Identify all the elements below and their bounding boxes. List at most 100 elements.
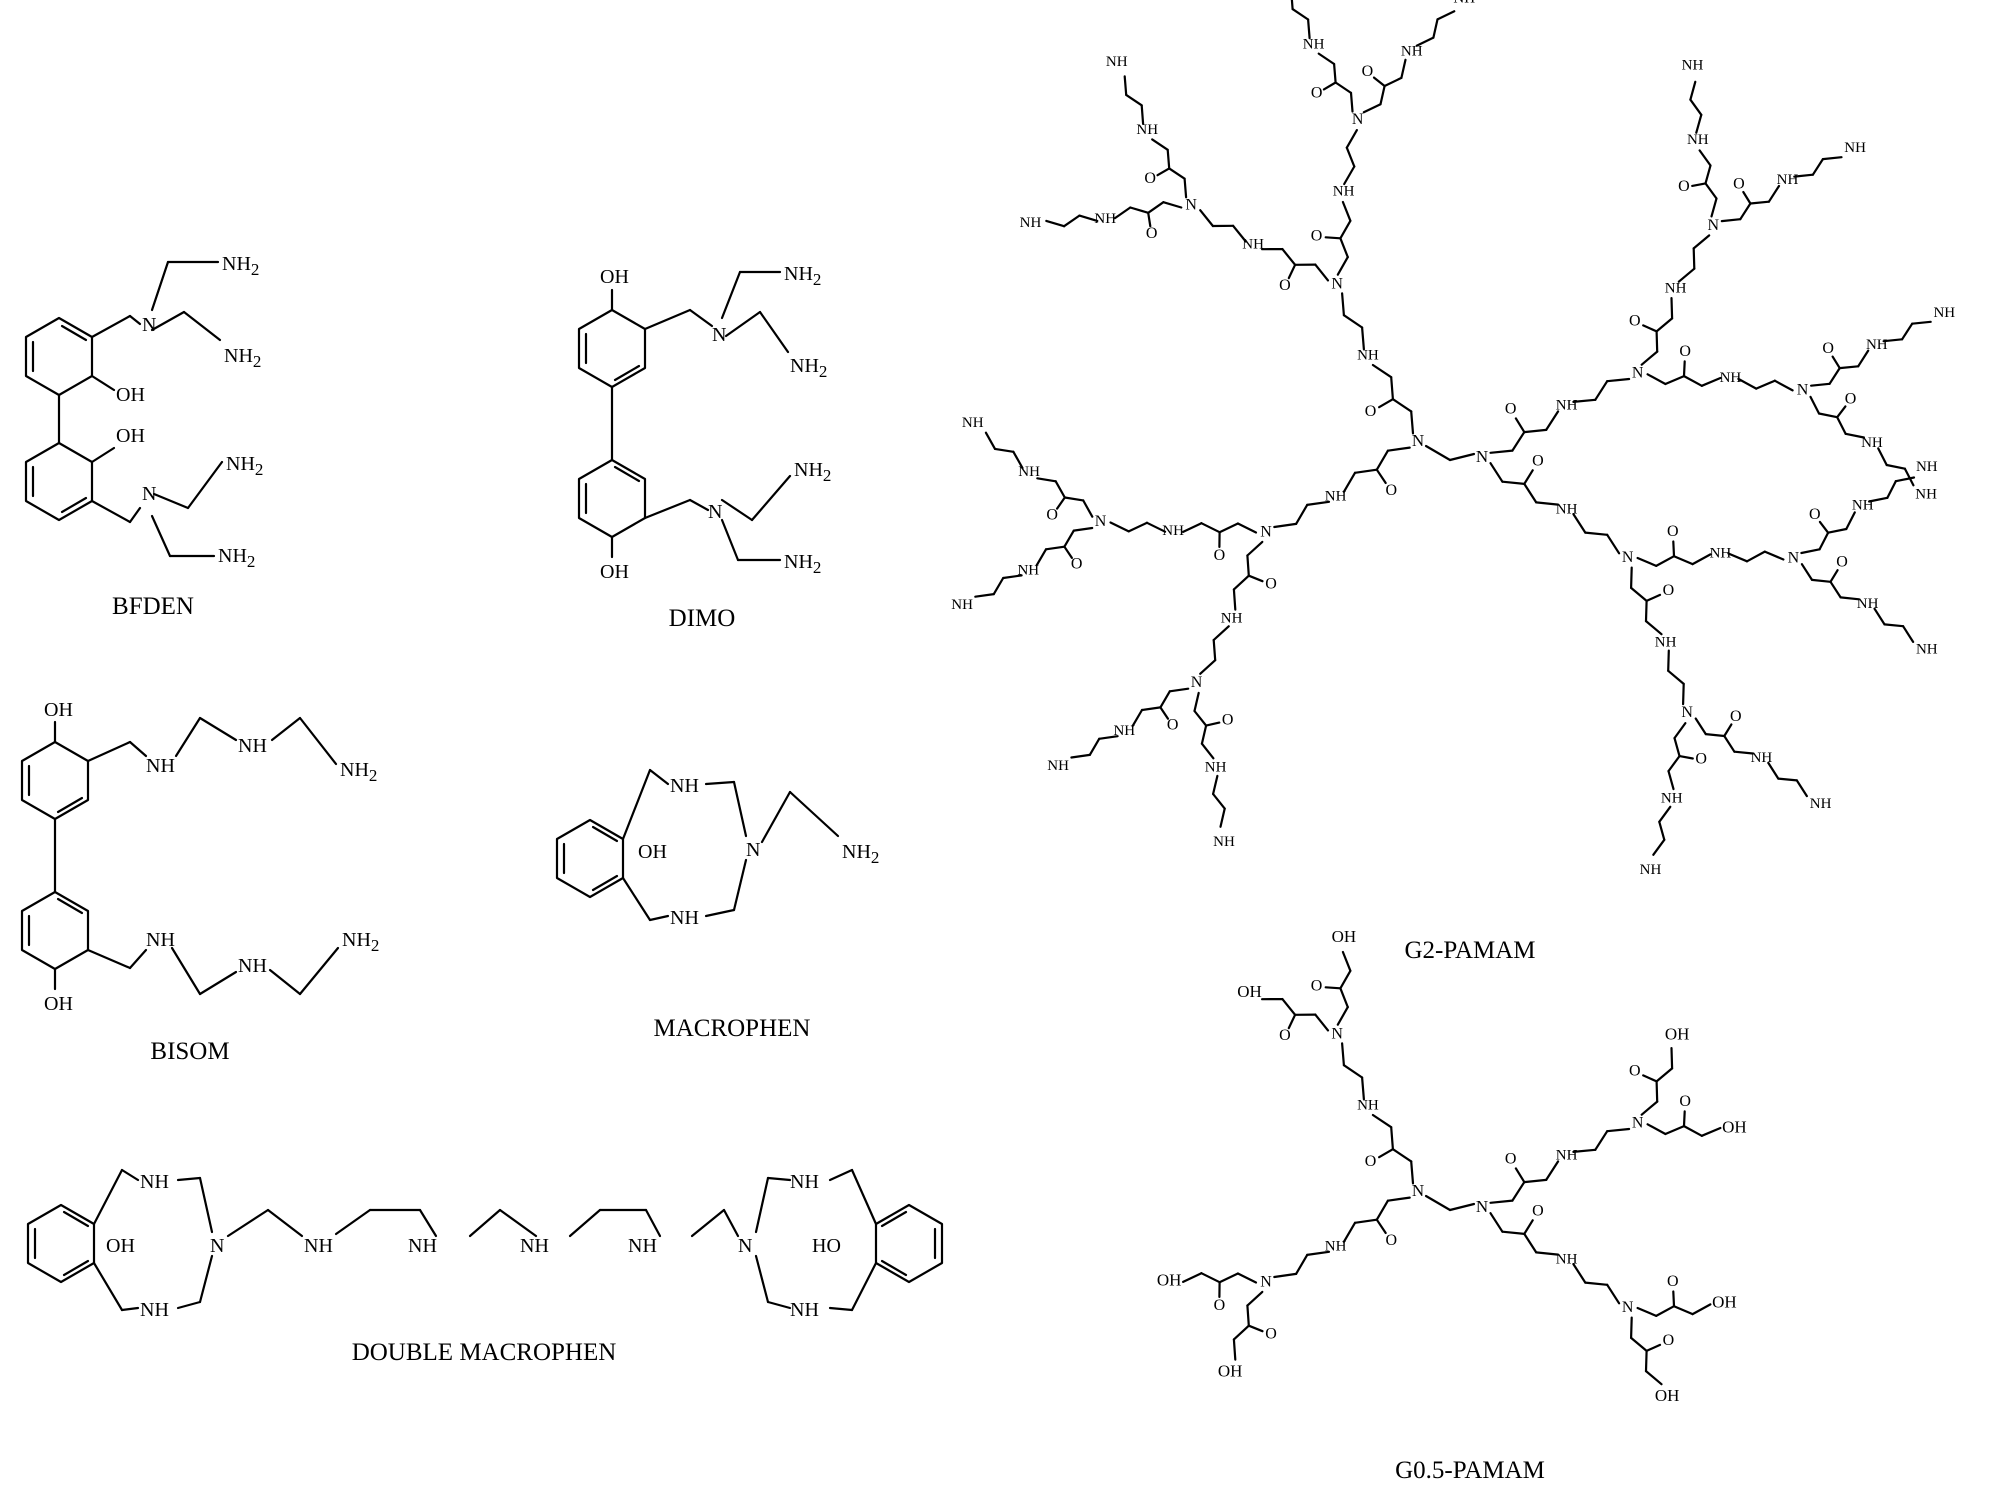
bond bbox=[1629, 566, 1633, 590]
nh-group: NH bbox=[1094, 211, 1116, 227]
oxygen-atom: O bbox=[1505, 1151, 1517, 1168]
bond bbox=[1901, 625, 1915, 644]
n-atom: N bbox=[1708, 217, 1720, 234]
bond bbox=[1345, 129, 1359, 149]
bond bbox=[1873, 607, 1886, 626]
bfden-oh-2: OH bbox=[116, 425, 145, 447]
bond bbox=[1867, 496, 1889, 503]
bond bbox=[1777, 777, 1798, 782]
bond bbox=[1236, 1272, 1258, 1284]
bond bbox=[1489, 462, 1504, 483]
bond bbox=[1098, 735, 1119, 740]
bond bbox=[1306, 500, 1331, 506]
bond bbox=[1523, 1232, 1538, 1254]
bond bbox=[1002, 574, 1023, 580]
bond bbox=[1339, 969, 1352, 990]
oh-group: OH bbox=[1237, 982, 1262, 1001]
bond bbox=[1070, 753, 1091, 759]
bisom-nh-3: NH bbox=[146, 929, 175, 951]
bond bbox=[1200, 724, 1208, 745]
n-atom: N bbox=[1622, 1299, 1634, 1316]
oxygen-atom: O bbox=[1279, 277, 1291, 294]
bond bbox=[1322, 81, 1337, 91]
bond bbox=[1193, 709, 1208, 727]
caption-bfden: BFDEN bbox=[112, 593, 194, 620]
bond bbox=[1151, 138, 1169, 151]
bond bbox=[1236, 522, 1258, 534]
bond bbox=[1836, 405, 1847, 419]
double-macrophen-nh-6: NH bbox=[628, 1235, 657, 1257]
bond bbox=[1594, 380, 1609, 401]
double-macrophen-nh-2: NH bbox=[140, 1299, 169, 1321]
bond bbox=[1294, 503, 1309, 526]
bond bbox=[1362, 103, 1382, 114]
bond bbox=[1345, 146, 1356, 168]
oxygen-atom: O bbox=[1809, 506, 1821, 523]
bond bbox=[1336, 256, 1349, 276]
bond bbox=[1140, 706, 1162, 712]
macrophen-nh2: NH2 bbox=[842, 841, 879, 867]
oxygen-atom: O bbox=[1733, 175, 1745, 192]
bond bbox=[1287, 263, 1297, 280]
bond bbox=[1232, 1338, 1237, 1361]
oxygen-atom: O bbox=[1311, 227, 1323, 244]
nh-group: NH bbox=[1221, 610, 1243, 626]
bond bbox=[1514, 417, 1526, 434]
nh-group: NH bbox=[1205, 760, 1227, 776]
bond bbox=[1809, 395, 1821, 415]
nh-group: NH bbox=[1857, 596, 1879, 612]
nh2-group: NH bbox=[1915, 486, 1937, 502]
bond bbox=[1692, 234, 1711, 250]
bond bbox=[1341, 200, 1352, 222]
bisom-nh-1: NH bbox=[146, 755, 175, 777]
bond bbox=[1767, 761, 1780, 780]
bond bbox=[1353, 468, 1378, 474]
nh-group: NH bbox=[1556, 1148, 1578, 1164]
n-atom: N bbox=[1095, 513, 1107, 530]
dimo-nh2-3: NH2 bbox=[794, 459, 831, 485]
bond bbox=[1181, 1272, 1203, 1284]
caption-bisom: BISOM bbox=[150, 1038, 229, 1065]
bond bbox=[1535, 501, 1560, 506]
bond bbox=[1672, 1305, 1694, 1316]
bond bbox=[1678, 754, 1694, 760]
bond bbox=[1670, 297, 1674, 320]
bond bbox=[1606, 1127, 1631, 1133]
bond bbox=[1183, 177, 1188, 199]
bond bbox=[1673, 721, 1687, 740]
bond bbox=[1545, 410, 1560, 431]
bond bbox=[1677, 267, 1696, 283]
bond bbox=[1375, 1218, 1387, 1235]
bond bbox=[1667, 649, 1670, 672]
dimo-oh-1: OH bbox=[600, 266, 629, 288]
bond bbox=[1733, 750, 1755, 755]
bond bbox=[1088, 737, 1101, 757]
dimo-n-1: N bbox=[712, 324, 726, 346]
bond bbox=[1821, 156, 1843, 161]
bond bbox=[1682, 375, 1703, 387]
bond bbox=[1572, 398, 1597, 403]
oxygen-atom: O bbox=[1629, 1062, 1641, 1079]
bisom-nh-2: NH bbox=[238, 735, 267, 757]
bond bbox=[1691, 182, 1707, 187]
bond bbox=[1273, 522, 1298, 529]
bond bbox=[1749, 200, 1771, 205]
bond bbox=[1489, 1199, 1514, 1204]
bond bbox=[1755, 379, 1776, 390]
nh-group: NH bbox=[1357, 348, 1379, 364]
bond bbox=[1629, 586, 1648, 603]
bond bbox=[1727, 552, 1749, 563]
bond bbox=[1375, 1199, 1390, 1221]
nh2-group: NH bbox=[1106, 54, 1128, 70]
n-atom: N bbox=[1632, 1114, 1644, 1131]
macrophen-nh-1: NH bbox=[670, 775, 699, 797]
bond bbox=[1817, 412, 1839, 419]
bond bbox=[1839, 596, 1861, 601]
nh-group: NH bbox=[1710, 545, 1732, 561]
bond bbox=[1700, 376, 1722, 387]
bfden-oh-1: OH bbox=[116, 384, 145, 406]
bond bbox=[1673, 736, 1681, 758]
n-atom: N bbox=[1260, 1273, 1272, 1290]
n-atom: N bbox=[1191, 674, 1203, 691]
bond bbox=[1386, 1196, 1411, 1202]
